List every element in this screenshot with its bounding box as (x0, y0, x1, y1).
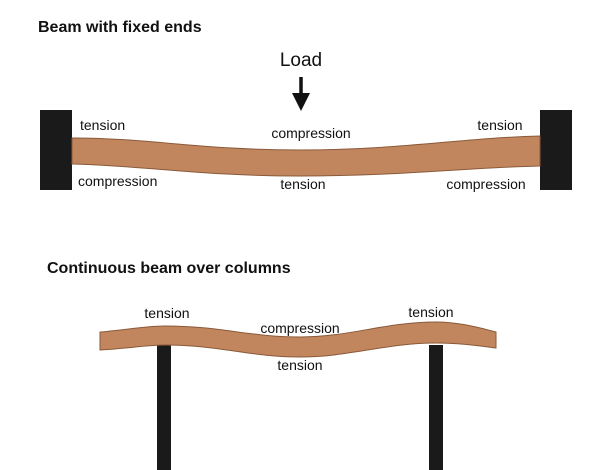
load-label: Load (280, 50, 322, 71)
right-fixed-support (540, 110, 572, 190)
d2-label-top-center: compression (260, 320, 339, 336)
d1-label-bottom-center: tension (280, 176, 325, 192)
right-column (429, 345, 443, 470)
diagram2-title: Continuous beam over columns (47, 260, 291, 277)
load-arrow-icon (292, 77, 310, 111)
left-column (157, 345, 171, 470)
d2-label-bottom-center: tension (277, 357, 322, 373)
d1-label-top-center: compression (271, 125, 350, 141)
left-fixed-support (40, 110, 72, 190)
d1-label-top-right: tension (477, 117, 522, 133)
d2-label-top-left: tension (144, 305, 189, 321)
d1-label-bottom-right: compression (446, 176, 525, 192)
d1-label-top-left: tension (80, 117, 125, 133)
diagram1-title: Beam with fixed ends (38, 19, 202, 36)
continuous-beam (99, 321, 497, 358)
d2-label-top-right: tension (408, 304, 453, 320)
d1-label-bottom-left: compression (78, 173, 157, 189)
fixed-beam (71, 135, 541, 177)
